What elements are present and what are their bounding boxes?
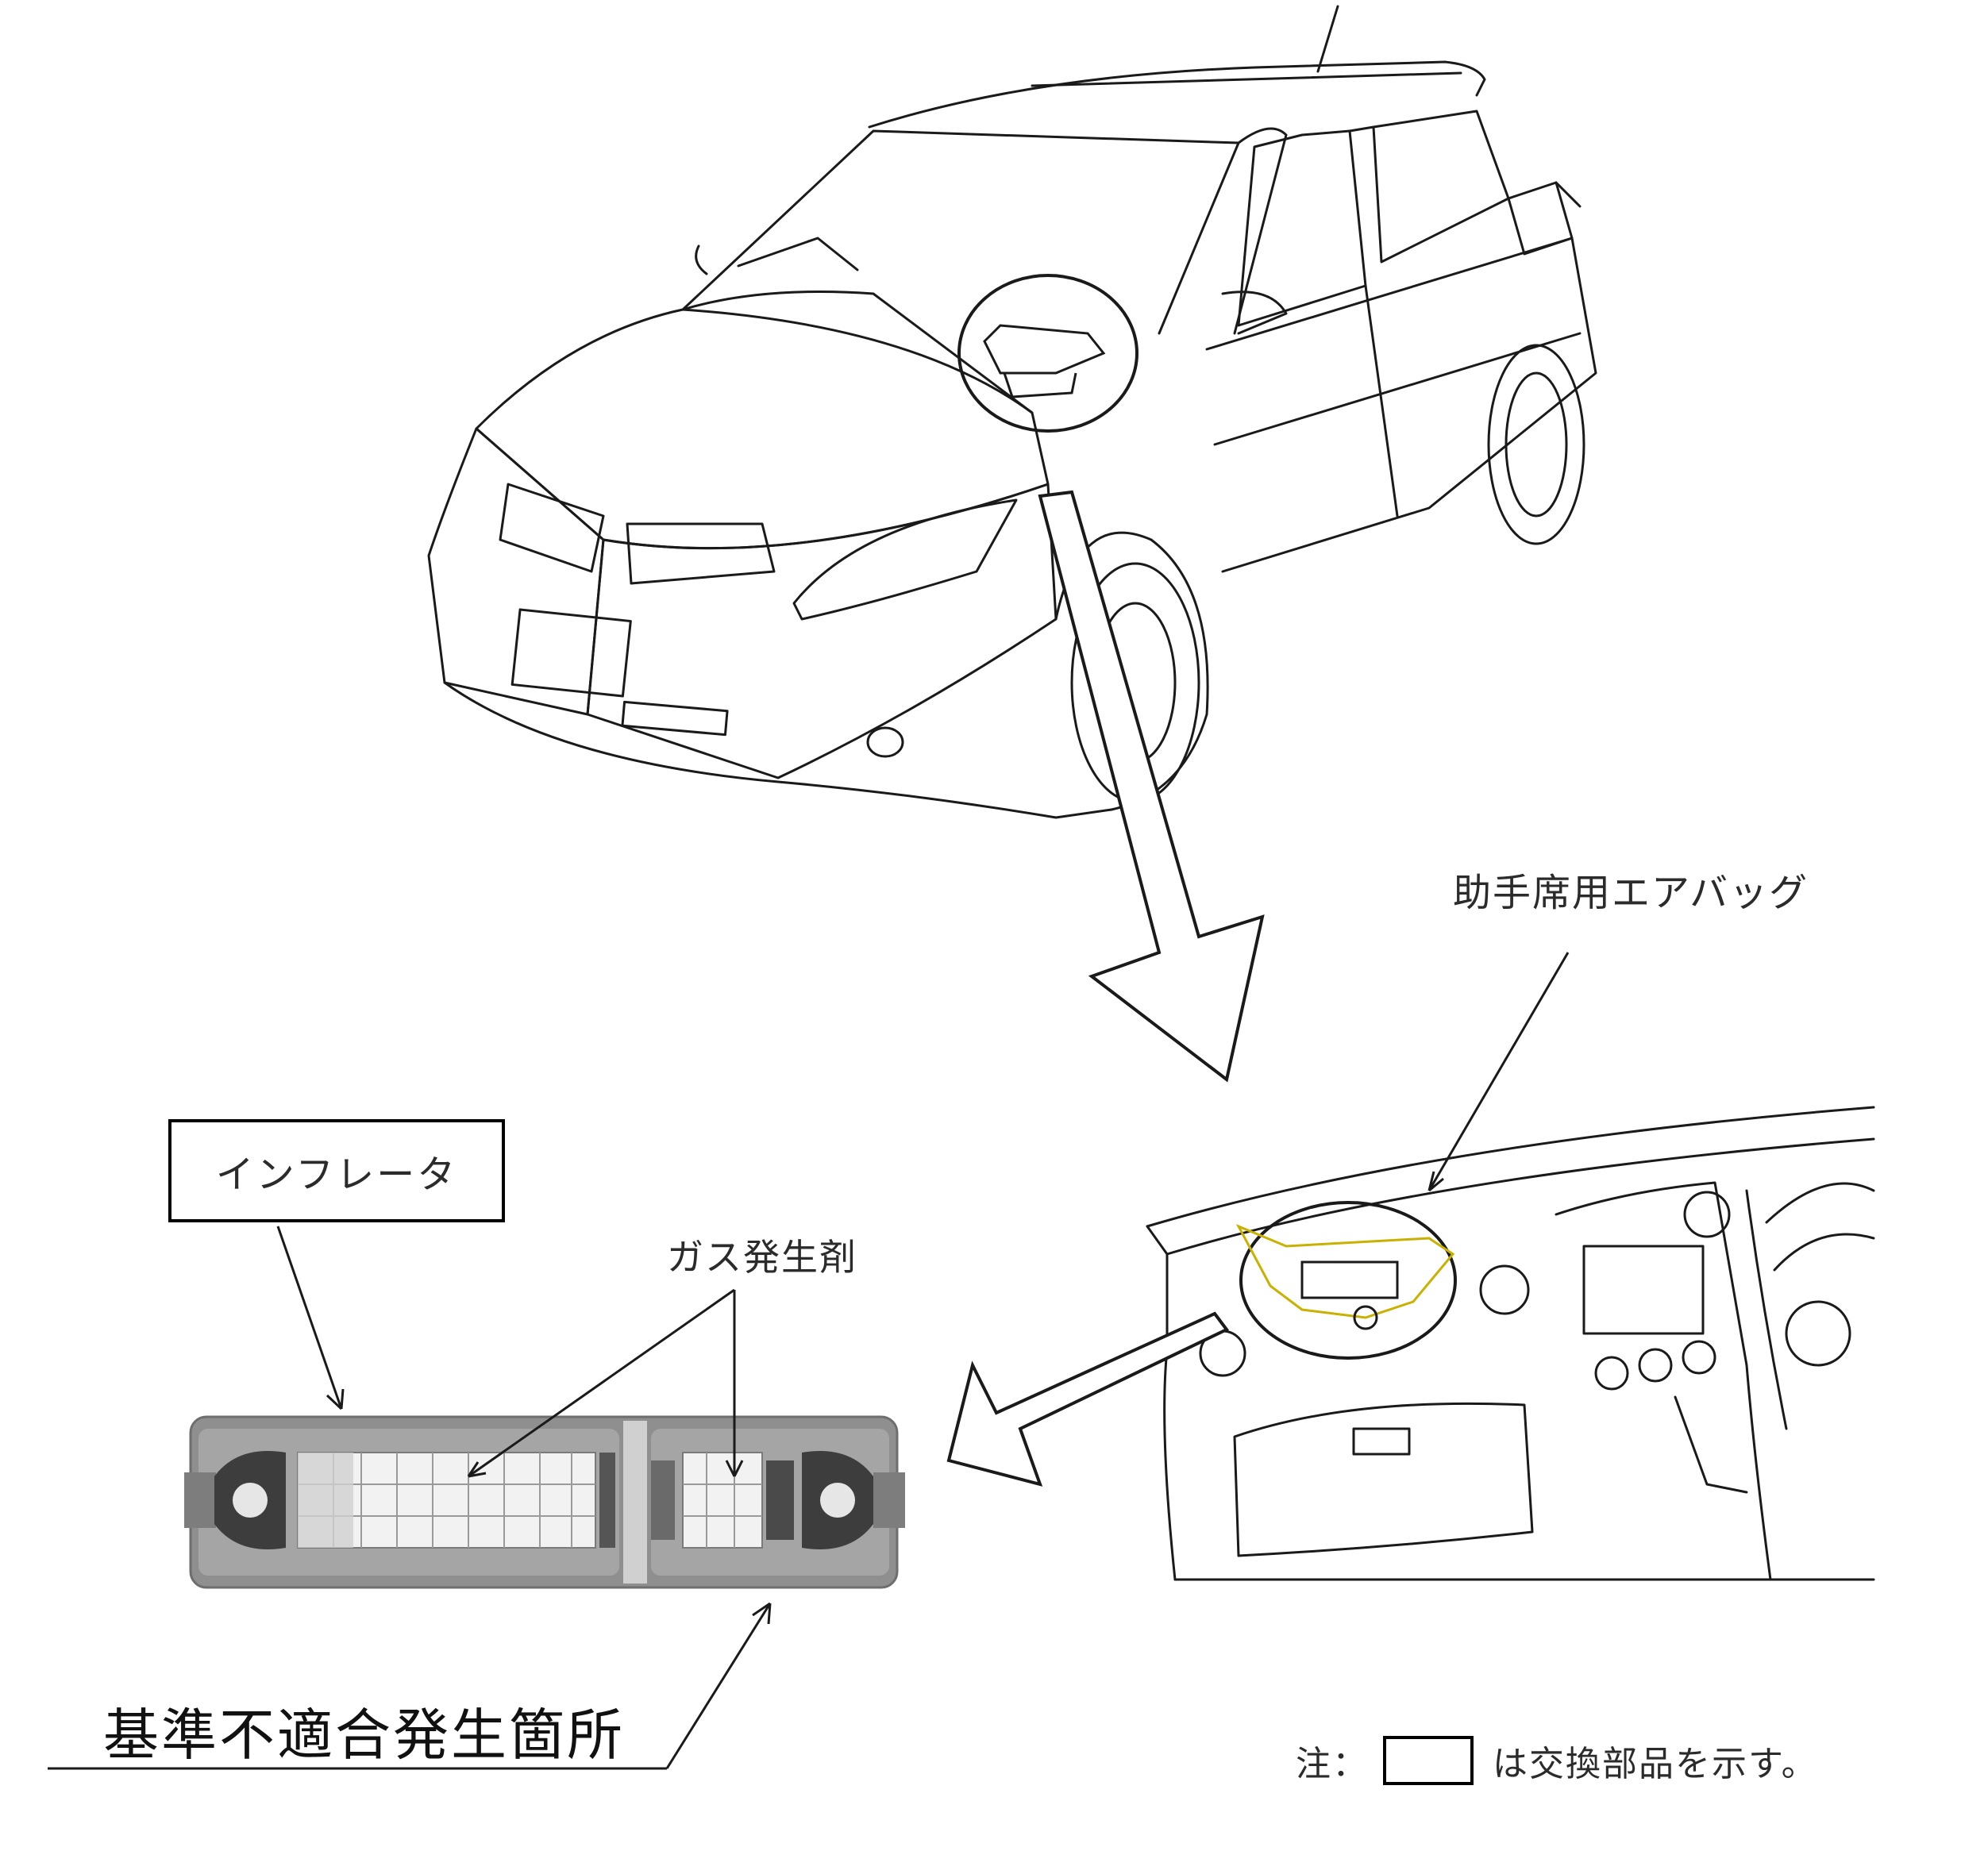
dashboard-illustration bbox=[1146, 1106, 1875, 1581]
inflator-label-box: インフレータ bbox=[168, 1119, 505, 1222]
note-suffix: は交換部品を示す。 bbox=[1493, 1744, 1818, 1784]
legend-note: 注： は交換部品を示す。 bbox=[1296, 1735, 1818, 1786]
note-prefix: 注： bbox=[1296, 1744, 1369, 1784]
airbag-module-circle bbox=[1235, 1201, 1457, 1360]
passenger-airbag-label: 助手席用エアバッグ bbox=[1453, 871, 1809, 915]
gas-generant-label: ガス発生剤 bbox=[667, 1236, 857, 1279]
defect-location-label: 基準不適合発生箇所 bbox=[103, 1703, 625, 1768]
leader-passenger-airbag bbox=[1427, 952, 1570, 1191]
inflator-label: インフレータ bbox=[215, 1153, 458, 1197]
airbag-location-circle bbox=[957, 274, 1138, 433]
replacement-part-legend-box bbox=[1383, 1736, 1474, 1785]
car-illustration bbox=[427, 5, 1597, 819]
callout-arrow-dashboard-to-inflator bbox=[946, 1311, 1230, 1487]
inflator-leaders bbox=[48, 1226, 772, 1770]
callout-arrow-car-to-dashboard bbox=[1038, 490, 1265, 1083]
inflator-illustration bbox=[184, 1415, 905, 1589]
